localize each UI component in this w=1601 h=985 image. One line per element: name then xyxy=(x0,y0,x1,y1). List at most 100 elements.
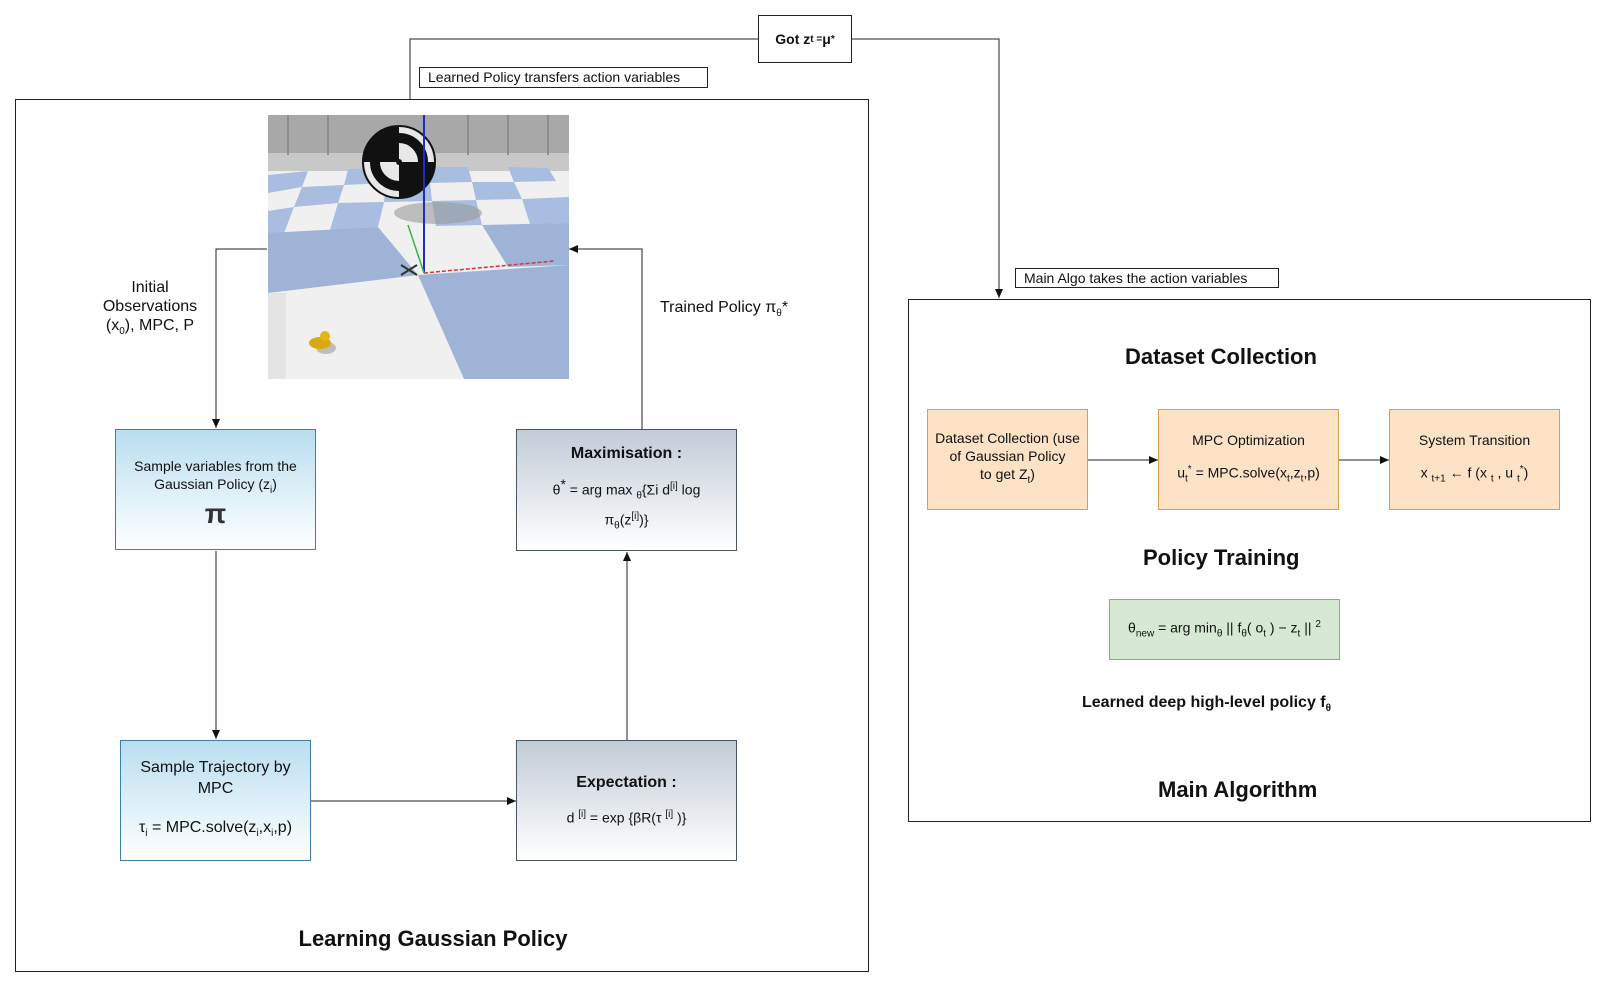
traj-eq-c: ,x xyxy=(258,818,272,836)
initial-observations-label: Initial Observations (x0), MPC, P xyxy=(90,278,210,341)
got-z-sub: t = xyxy=(810,33,823,45)
max-eq-c: {Σi d xyxy=(641,481,670,498)
pt-e: ) − z xyxy=(1266,619,1298,636)
traj-eq-sub3: i xyxy=(271,828,274,840)
mpc-eq-sub1: t xyxy=(1185,473,1188,485)
dc-3a: to get Z xyxy=(980,466,1028,483)
main-algorithm-frame xyxy=(908,299,1591,822)
dc-line1: Dataset Collection (use xyxy=(935,430,1080,447)
arrow-trained-policy xyxy=(569,245,643,429)
max-eq2-c: )} xyxy=(639,511,649,528)
system-transition-box: System Transition x t+1 ← f (x t , u t*) xyxy=(1389,409,1560,510)
maximisation-title: Maximisation : xyxy=(570,445,683,463)
max-eq-d: log xyxy=(677,481,701,498)
simulation-scene-image xyxy=(268,115,569,379)
exp-eq-sup1: [i] xyxy=(578,809,587,821)
traj-line1: Sample Trajectory by xyxy=(140,758,291,776)
policy-training-heading: Policy Training xyxy=(1143,545,1300,570)
pt-d: ( o xyxy=(1246,619,1264,636)
init-obs-line3: (x0), MPC, P xyxy=(90,316,210,341)
arrow-observations xyxy=(212,248,267,428)
max-eq2-sup: [i] xyxy=(631,510,640,522)
st-eq-d: ) xyxy=(1523,464,1529,481)
dc-3b: ) xyxy=(1030,466,1035,483)
st-equation: x t+1 ← f (x t , u t*) xyxy=(1421,461,1529,488)
learned-sub: θ xyxy=(1325,703,1332,715)
mpc-eq-d: ,p) xyxy=(1303,464,1320,481)
dataset-collection-heading: Dataset Collection xyxy=(1125,344,1317,369)
sample-vars-2b: ) xyxy=(272,476,277,493)
sample-vars-2sub: i xyxy=(270,484,273,496)
dc-line3: to get Zt) xyxy=(980,465,1035,490)
max-eq2-a: π xyxy=(604,511,615,528)
mpc-eq-c: ,z xyxy=(1289,464,1301,481)
got-z-mu: μ xyxy=(822,31,831,47)
init-obs-3b: ), MPC, P xyxy=(124,317,195,334)
traj-equation: τi = MPC.solve(zi,xi,p) xyxy=(139,817,292,844)
sample-vars-2a: Gaussian Policy (z xyxy=(154,476,271,493)
traj-eq-sub2: i xyxy=(256,828,259,840)
pt-sub3: θ xyxy=(1241,628,1247,640)
sample-variables-box: Sample variables from the Gaussian Polic… xyxy=(115,429,316,550)
st-title: System Transition xyxy=(1418,431,1531,448)
mpc-eq-sub2: t xyxy=(1287,473,1290,485)
expectation-box: Expectation : d [i] = exp {βR(τ [i] )} xyxy=(516,740,737,861)
pt-b: = arg min xyxy=(1154,619,1217,636)
top-connector-right xyxy=(852,38,1003,298)
learning-gaussian-policy-title: Learning Gaussian Policy xyxy=(298,926,568,951)
st-eq-sup: * xyxy=(1519,463,1524,475)
st-eq-c: , u xyxy=(1493,464,1517,481)
maximisation-box: Maximisation : θ* = arg max θ{Σi d[i] lo… xyxy=(516,429,737,551)
pt-a: θ xyxy=(1128,619,1136,636)
sample-vars-line1: Sample variables from the xyxy=(134,458,297,475)
dc-line2: of Gaussian Policy xyxy=(949,448,1066,465)
pt-f: || xyxy=(1300,619,1316,636)
traj-eq-d: ,p) xyxy=(273,818,293,836)
pt-sub4: t xyxy=(1263,628,1267,640)
dataset-collection-box: Dataset Collection (use of Gaussian Poli… xyxy=(927,409,1088,510)
mpc-equation: ut* = MPC.solve(xt,zt,p) xyxy=(1177,461,1320,488)
st-eq-sub2: t xyxy=(1490,473,1494,485)
main-algo-tag: Main Algo takes the action variables xyxy=(1015,268,1279,288)
trained-b: * xyxy=(781,299,789,316)
init-obs-3a: (x xyxy=(105,317,120,334)
pt-sub5: t xyxy=(1297,628,1301,640)
st-eq-sub1: t+1 xyxy=(1431,473,1446,485)
got-z-label: Got z xyxy=(775,31,811,47)
init-obs-line2: Observations xyxy=(102,298,198,315)
expectation-title: Expectation : xyxy=(576,774,677,792)
traj-line2: MPC xyxy=(197,779,234,797)
mpc-eq-a: u xyxy=(1177,464,1185,481)
learned-deep-policy-label: Learned deep high-level policy fθ xyxy=(1082,694,1331,714)
got-z-star: * xyxy=(830,33,835,45)
maximisation-equation-line1: θ* = arg max θ{Σi d[i] log xyxy=(553,475,701,505)
trained-sub: θ xyxy=(776,308,782,320)
pt-c: || f xyxy=(1222,619,1242,636)
sample-vars-line2: Gaussian Policy (zi) xyxy=(154,475,277,500)
pt-equation: θnew = arg minθ || fθ( ot ) − zt || 2 xyxy=(1128,616,1321,643)
traj-eq-sub1: i xyxy=(145,828,148,840)
pt-sup: 2 xyxy=(1315,618,1321,630)
st-eq-sub3: t xyxy=(1516,473,1520,485)
exp-eq-b: = exp {βR(τ xyxy=(586,809,666,826)
mpc-eq-b: = MPC.solve(x xyxy=(1191,464,1287,481)
pi-symbol: π xyxy=(204,497,227,529)
exp-eq-sup2: [i] xyxy=(665,809,674,821)
top-connector-left xyxy=(409,38,758,99)
maximisation-equation-line2: πθ(z[i])} xyxy=(604,508,648,535)
pt-sub2: θ xyxy=(1216,628,1223,640)
max-eq-b: = arg max xyxy=(565,481,637,498)
sample-trajectory-box: Sample Trajectory by MPC τi = MPC.solve(… xyxy=(120,740,311,861)
learning-gaussian-policy-frame xyxy=(15,99,869,972)
dc-3sub: t xyxy=(1027,474,1031,486)
traj-eq-a: τ xyxy=(138,818,146,836)
st-eq-b: ← f (x xyxy=(1445,464,1491,481)
max-eq-sup: [i] xyxy=(670,481,678,493)
mpc-title: MPC Optimization xyxy=(1192,431,1305,448)
max-eq2-sub: θ xyxy=(614,519,620,531)
max-eq2-b: (z xyxy=(619,511,632,528)
max-eq-star: * xyxy=(560,476,566,493)
main-algorithm-title: Main Algorithm xyxy=(1158,777,1318,802)
